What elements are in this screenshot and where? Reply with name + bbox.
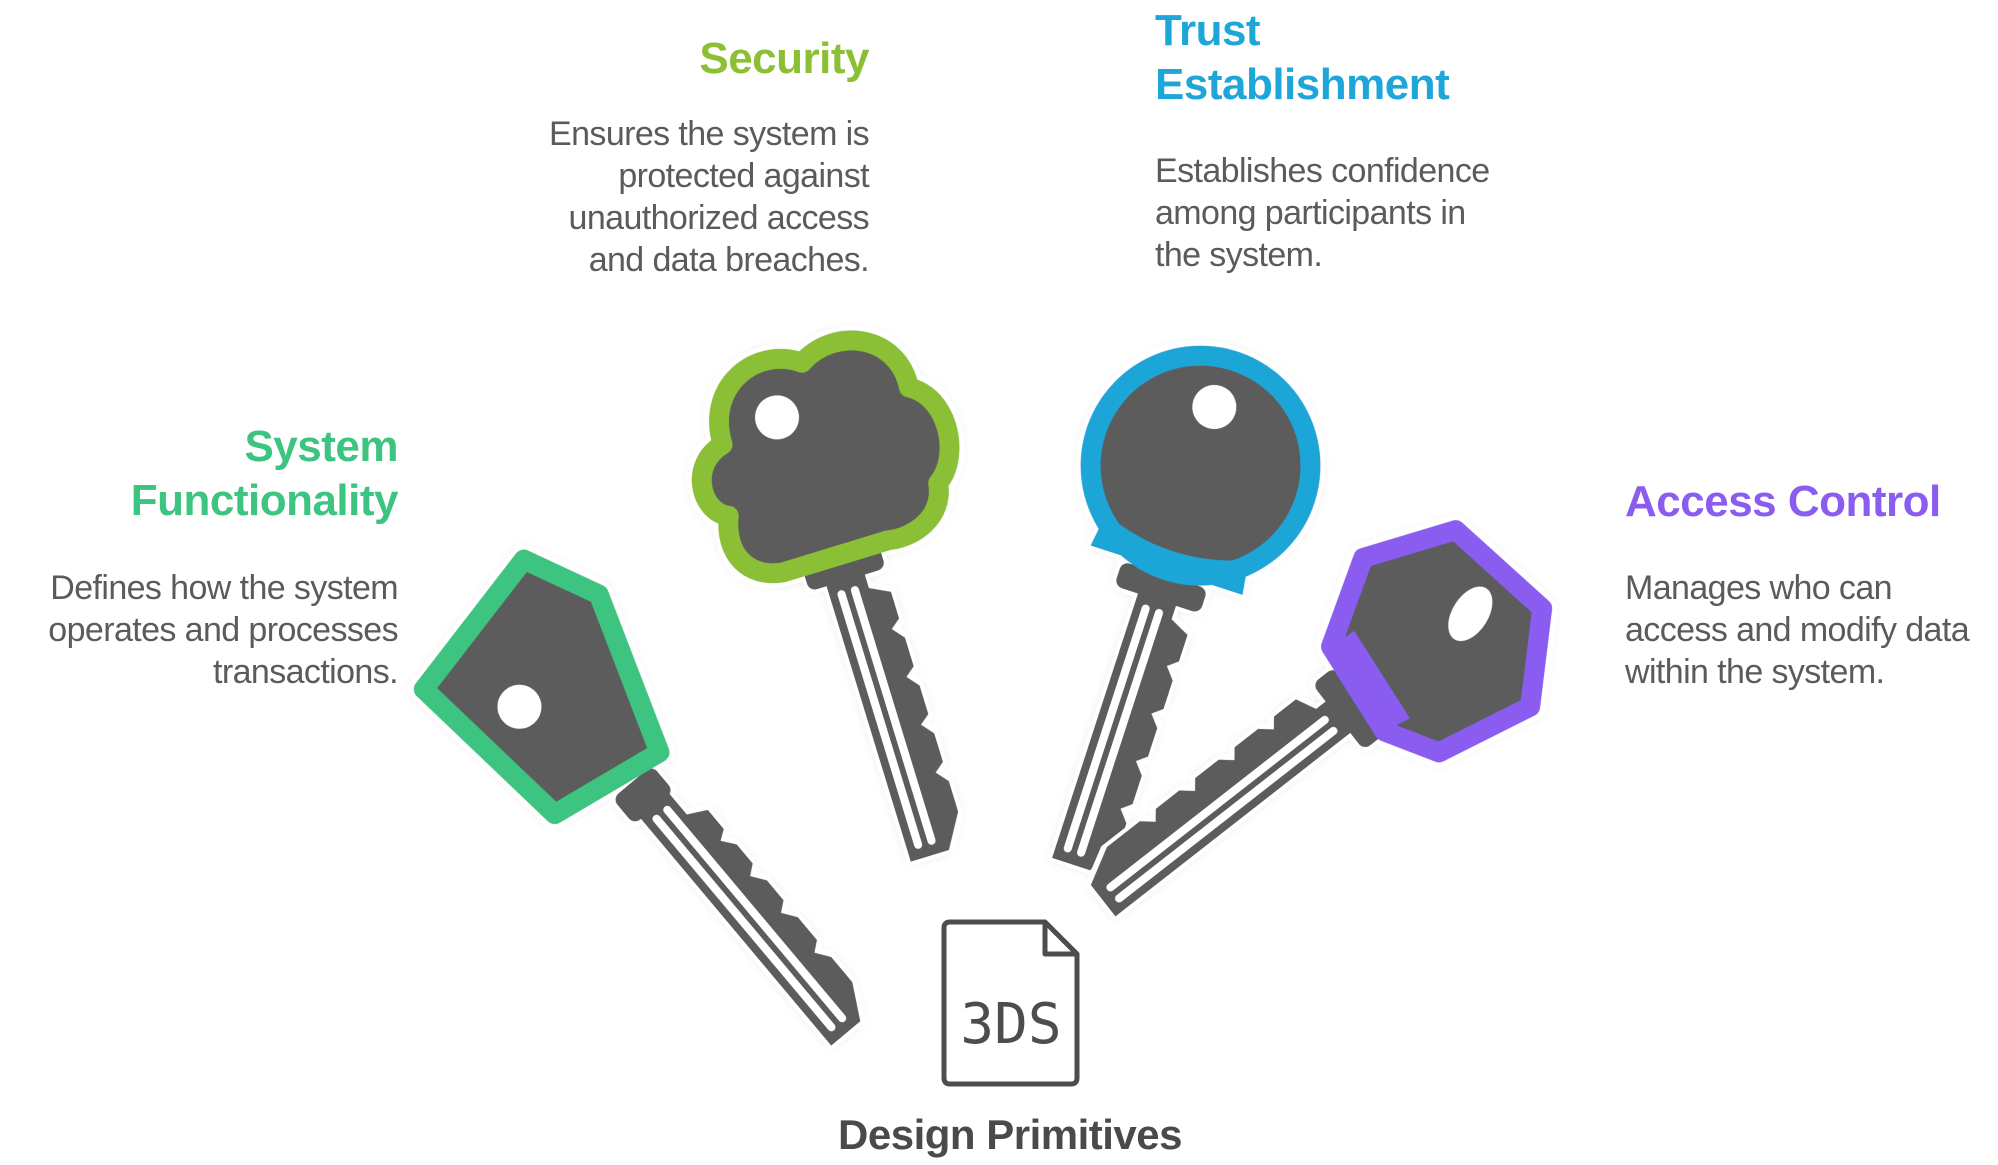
- system-functionality-description: Defines how the system operates and proc…: [10, 567, 398, 693]
- trust-establishment-title-line1: Trust: [1155, 6, 1261, 55]
- 3ds-file-icon-text: 3DS: [960, 992, 1061, 1057]
- description-line: Manages who can: [1625, 569, 1893, 607]
- access-control-title: Access Control: [1625, 475, 1995, 529]
- key-shaft: [1052, 563, 1206, 871]
- description-line: Establishes confidence: [1155, 152, 1490, 190]
- trust-establishment-title: Trust Establishment: [1155, 4, 1575, 112]
- system-functionality-title-line1: System: [244, 422, 398, 471]
- description-line: the system.: [1155, 236, 1323, 274]
- key-security: [691, 330, 960, 862]
- trust-establishment-description: Establishes confidence among participant…: [1155, 150, 1555, 276]
- description-line: and data breaches.: [588, 241, 870, 279]
- system-functionality-title: System Functionality: [40, 420, 399, 528]
- description-line: operates and processes: [48, 611, 398, 649]
- key-access-control: [1090, 520, 1553, 917]
- key-system-functionality: [413, 549, 861, 1046]
- key-shaft: [803, 545, 959, 862]
- system-functionality-title-line2: Functionality: [130, 476, 399, 525]
- description-line: within the system.: [1625, 653, 1885, 691]
- key-head: [691, 330, 960, 584]
- security-description: Ensures the system is protected against …: [500, 113, 870, 281]
- description-line: protected against: [618, 157, 869, 195]
- key-trust-establishment: [1052, 345, 1321, 871]
- key-shaft: [1090, 670, 1383, 917]
- trust-establishment-title-line2: Establishment: [1155, 60, 1450, 109]
- description-line: Ensures the system is: [549, 115, 870, 153]
- security-title: Security: [520, 32, 869, 86]
- center-title: Design Primitives: [838, 1111, 1182, 1158]
- description-line: unauthorized access: [568, 199, 870, 237]
- 3ds-file-icon: 3DS: [941, 919, 1080, 1087]
- access-control-description: Manages who can access and modify data w…: [1625, 567, 1995, 693]
- key-shaft: [615, 768, 861, 1046]
- access-control-title-line1: Access Control: [1625, 477, 1941, 526]
- description-line: transactions.: [213, 653, 399, 691]
- key-head: [413, 549, 670, 825]
- description-line: access and modify data: [1625, 611, 1970, 649]
- security-title-line1: Security: [699, 34, 869, 83]
- description-line: among participants in: [1155, 194, 1466, 232]
- description-line: Defines how the system: [50, 569, 398, 607]
